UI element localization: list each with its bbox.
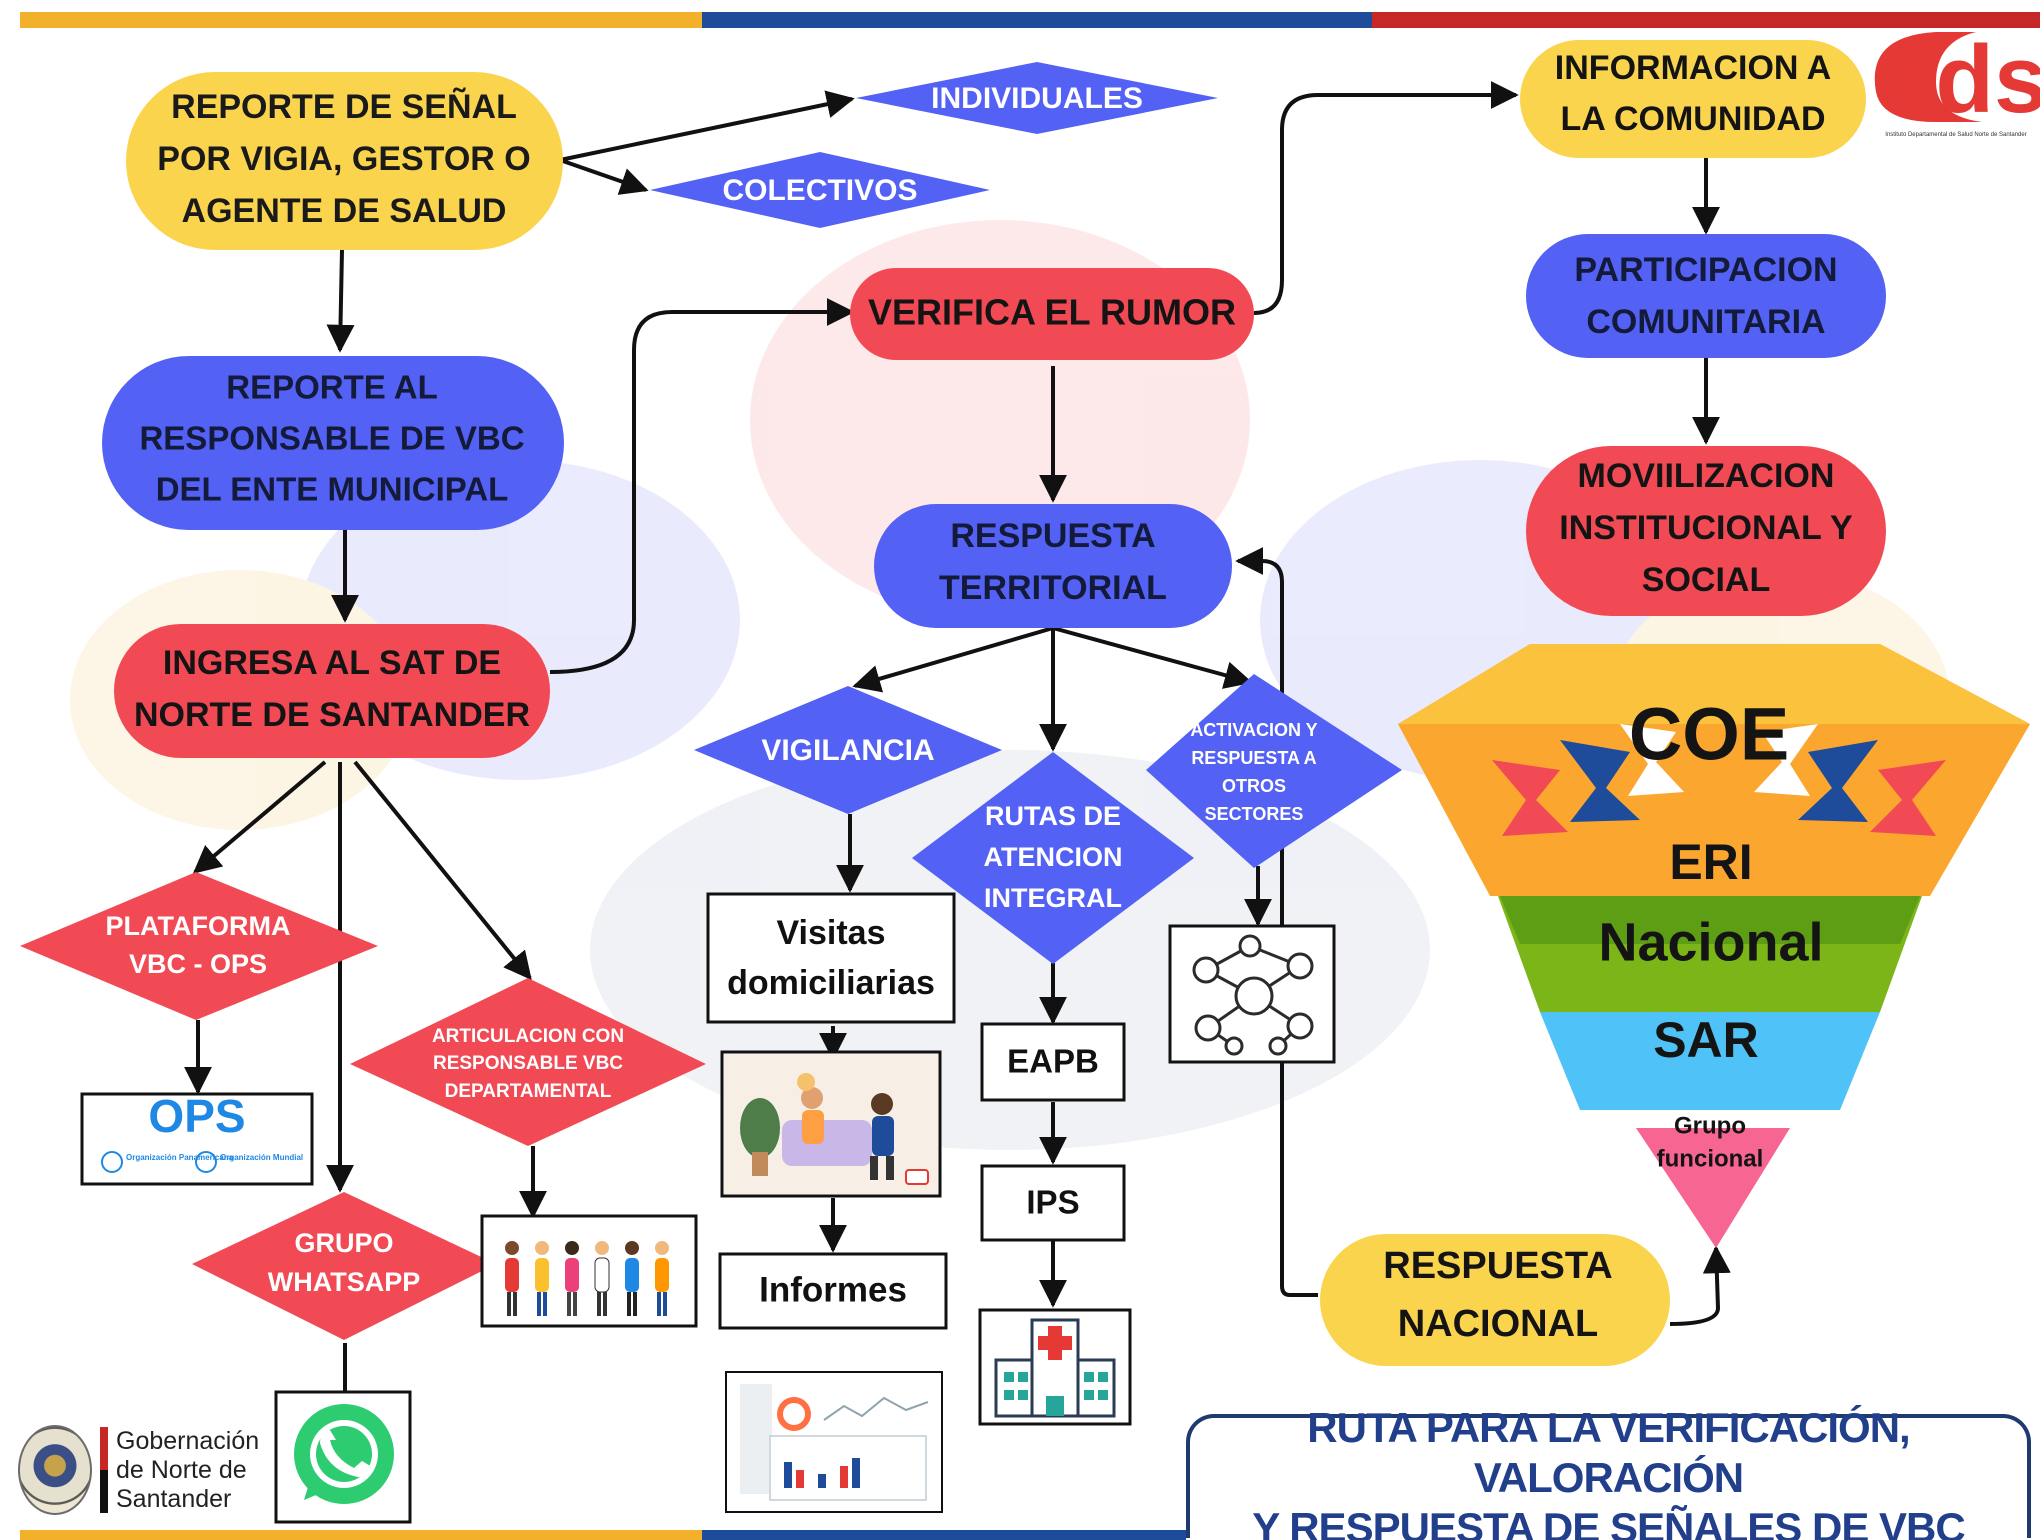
top-color-bar xyxy=(20,12,2040,28)
activacion-line4: SECTORES xyxy=(1205,804,1304,824)
respuesta-territorial-line1: RESPUESTA xyxy=(950,517,1155,555)
ids-logo-text: ids xyxy=(1909,26,2040,133)
node-ingresa-sat: INGRESA AL SAT DE NORTE DE SANTANDER xyxy=(114,624,550,758)
report-dashboard-illustration xyxy=(725,1371,943,1513)
node-participacion: PARTICIPACION COMUNITARIA xyxy=(1526,234,1886,358)
node-rutas: RUTAS DE ATENCION INTEGRAL xyxy=(912,752,1194,964)
ingresa-sat-line2: NORTE DE SANTANDER xyxy=(134,696,530,734)
rutas-line3: INTEGRAL xyxy=(984,883,1122,913)
pyramid-nacional: Nacional xyxy=(1598,912,1823,972)
network-people-icon xyxy=(1168,924,1336,1064)
gobernacion-seal xyxy=(18,1425,92,1515)
title-line2: Y RESPUESTA DE SEÑALES DE VBC xyxy=(1252,1504,1965,1540)
activacion-line3: OTROS xyxy=(1222,776,1286,796)
rutas-line1: RUTAS DE xyxy=(985,801,1121,831)
rutas-line2: ATENCION xyxy=(984,842,1123,872)
ops-logo-text: OPS xyxy=(148,1090,245,1142)
reporte-senal-line3: AGENTE DE SALUD xyxy=(182,192,507,230)
gobernacion-divider xyxy=(100,1427,108,1513)
gobernacion-line2: de Norte de xyxy=(116,1455,247,1484)
node-vigilancia: VIGILANCIA xyxy=(694,686,1002,814)
node-verifica-rumor: VERIFICA EL RUMOR xyxy=(850,268,1254,360)
ingresa-sat-line1: INGRESA AL SAT DE xyxy=(163,644,501,682)
plataforma-line1: PLATAFORMA xyxy=(106,911,291,941)
ips-label: IPS xyxy=(1026,1184,1079,1221)
movilizacion-line2: INSTITUCIONAL Y xyxy=(1559,509,1853,547)
visitas-line2: domiciliarias xyxy=(727,964,935,1002)
participacion-line2: COMUNITARIA xyxy=(1586,303,1825,341)
pyramid-eri: ERI xyxy=(1669,834,1752,890)
activacion-line1: ACTIVACION Y xyxy=(1190,720,1317,740)
colectivos-label: COLECTIVOS xyxy=(722,174,917,207)
connectors xyxy=(184,81,1731,1392)
info-comunidad-line2: LA COMUNIDAD xyxy=(1560,100,1825,138)
reporte-senal-line1: REPORTE DE SEÑAL xyxy=(171,88,517,126)
ids-logo-sub: Instituto Departamental de Salud Norte d… xyxy=(1885,132,2026,138)
node-reporte-senal: REPORTE DE SEÑAL POR VIGIA, GESTOR O AGE… xyxy=(126,72,563,250)
eapb-label: EAPB xyxy=(1007,1043,1099,1080)
articulacion-line3: DEPARTAMENTAL xyxy=(445,1081,612,1102)
node-eapb: EAPB xyxy=(980,1022,1126,1102)
reporte-responsable-line2: RESPONSABLE DE VBC xyxy=(139,420,524,457)
node-grupo-whatsapp: GRUPO WHATSAPP xyxy=(192,1192,496,1340)
node-reporte-responsable: REPORTE AL RESPONSABLE DE VBC DEL ENTE M… xyxy=(102,356,564,530)
articulacion-line1: ARTICULACION CON xyxy=(432,1026,624,1047)
people-holding-hands-icon xyxy=(480,1214,698,1328)
pyramid-sar: SAR xyxy=(1653,1012,1759,1068)
ops-sub2: Organización Mundial xyxy=(220,1153,303,1162)
articulacion-line2: RESPONSABLE VBC xyxy=(433,1053,623,1074)
node-respuesta-territorial: RESPUESTA TERRITORIAL xyxy=(874,504,1232,628)
movilizacion-line3: SOCIAL xyxy=(1642,561,1770,599)
ops-logo: OPS Organización Panamericana Organizaci… xyxy=(80,1090,314,1186)
node-colectivos: COLECTIVOS xyxy=(650,152,990,228)
reporte-responsable-line3: DEL ENTE MUNICIPAL xyxy=(156,471,509,508)
participacion-line1: PARTICIPACION xyxy=(1574,251,1837,289)
node-individuales: INDIVIDUALES xyxy=(856,62,1218,134)
node-movilizacion: MOVIILIZACION INSTITUCIONAL Y SOCIAL xyxy=(1526,446,1886,616)
response-pyramid: COE ERI Nacional SAR Grupo funcional xyxy=(1398,644,2030,1248)
title-box: RUTA PARA LA VERIFICACIÓN, VALORACIÓN Y … xyxy=(1186,1404,2031,1540)
node-respuesta-nacional: RESPUESTA NACIONAL xyxy=(1320,1234,1670,1366)
whatsapp-icon xyxy=(274,1390,412,1524)
node-informes: Informes xyxy=(718,1252,948,1330)
node-info-comunidad: INFORMACION A LA COMUNIDAD xyxy=(1520,40,1866,158)
reporte-senal-line2: POR VIGIA, GESTOR O xyxy=(157,140,530,178)
respuesta-nacional-line1: RESPUESTA xyxy=(1383,1245,1612,1287)
home-visit-illustration xyxy=(720,1050,942,1198)
gobernacion-line1: Gobernación xyxy=(116,1426,260,1455)
verifica-rumor-label: VERIFICA EL RUMOR xyxy=(868,292,1236,333)
ids-logo: ids Instituto Departamental de Salud Nor… xyxy=(1874,26,2040,138)
activacion-line2: RESPUESTA A xyxy=(1191,748,1316,768)
ops-sub1: Organización Panamericana xyxy=(126,1153,234,1162)
respuesta-territorial-line2: TERRITORIAL xyxy=(939,569,1167,607)
visitas-line1: Visitas xyxy=(776,914,885,952)
pyramid-grupo: Grupo xyxy=(1674,1112,1746,1139)
info-comunidad-line1: INFORMACION A xyxy=(1555,49,1831,87)
bottom-color-bar xyxy=(20,1530,1186,1540)
hospital-icon xyxy=(978,1308,1132,1426)
title-line1: RUTA PARA LA VERIFICACIÓN, VALORACIÓN xyxy=(1307,1404,1910,1501)
node-visitas: Visitas domiciliarias xyxy=(706,892,956,1024)
individuales-label: INDIVIDUALES xyxy=(931,82,1143,115)
node-activacion: ACTIVACION Y RESPUESTA A OTROS SECTORES xyxy=(1146,674,1402,868)
informes-label: Informes xyxy=(759,1270,907,1309)
grupo-whatsapp-line1: GRUPO xyxy=(294,1228,393,1258)
node-ips: IPS xyxy=(980,1164,1126,1242)
plataforma-line2: VBC - OPS xyxy=(129,949,267,979)
node-plataforma: PLATAFORMA VBC - OPS xyxy=(20,872,378,1020)
movilizacion-line1: MOVIILIZACION xyxy=(1578,457,1835,495)
grupo-whatsapp-line2: WHATSAPP xyxy=(268,1267,421,1297)
pyramid-funcional: funcional xyxy=(1657,1145,1764,1172)
node-articulacion: ARTICULACION CON RESPONSABLE VBC DEPARTA… xyxy=(350,978,706,1146)
gobernacion-logo: Gobernación de Norte de Santander xyxy=(18,1420,280,1520)
pyramid-coe: COE xyxy=(1629,693,1789,776)
reporte-responsable-line1: REPORTE AL xyxy=(226,369,437,406)
respuesta-nacional-line2: NACIONAL xyxy=(1398,1303,1599,1345)
gobernacion-line3: Santander xyxy=(116,1484,232,1513)
vigilancia-label: VIGILANCIA xyxy=(761,734,934,767)
